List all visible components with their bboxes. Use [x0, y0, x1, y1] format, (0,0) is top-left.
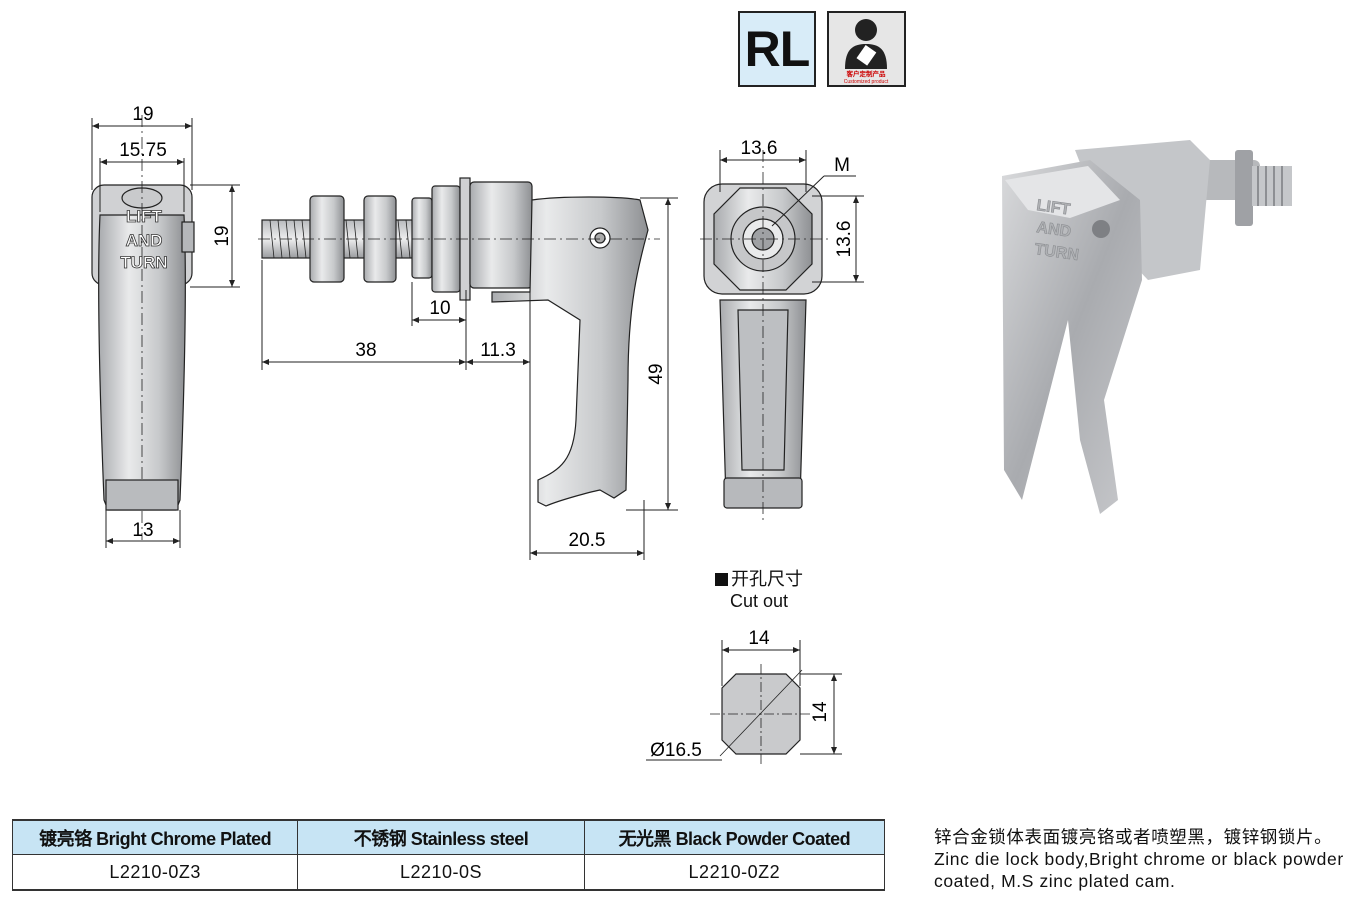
dim-body-length: 11.3 — [480, 340, 516, 361]
engineer-icon: 客户定制产品 Customized product — [844, 19, 889, 85]
dim-back-height: 13.6 — [834, 221, 855, 258]
customized-cn-label: 客户定制产品 — [846, 69, 887, 78]
front-view — [91, 115, 195, 540]
photo-embossed-2: AND — [1035, 219, 1072, 241]
photo-embossed-3: TURN — [1033, 241, 1079, 264]
dim-back-width: 13.6 — [741, 138, 778, 159]
cutout-label: 开孔尺寸 Cut out — [704, 568, 814, 612]
customized-en-label: Customized product — [844, 79, 889, 85]
product-photo — [1002, 140, 1292, 514]
dim-handle-reach: 20.5 — [569, 530, 606, 551]
square-bullet-icon — [715, 573, 728, 586]
side-view — [258, 177, 660, 507]
code-stainless: L2210-0S — [297, 854, 585, 891]
dim-thread-length: 38 — [355, 340, 376, 361]
dim-front-width: 19 — [132, 104, 153, 125]
rl-badge: RL — [738, 11, 816, 87]
finish-code-table: 镀亮铬 Bright Chrome Plated 不锈钢 Stainless s… — [11, 819, 886, 891]
notes-cn: 锌合金锁体表面镀亮铬或者喷塑黑，镀锌钢锁片。 — [934, 827, 1333, 847]
dim-front-head: 19 — [212, 225, 233, 246]
photo-embossed-1: LIFT — [1035, 197, 1071, 219]
table-row: L2210-0Z3 L2210-0S L2210-0Z2 — [11, 854, 886, 891]
table-header-row: 镀亮铬 Bright Chrome Plated 不锈钢 Stainless s… — [11, 819, 886, 855]
back-view — [700, 150, 830, 520]
embossed-text-2: AND — [126, 231, 163, 250]
material-notes: 锌合金锁体表面镀亮铬或者喷塑黑，镀锌钢锁片。 Zinc die lock bod… — [934, 826, 1354, 892]
embossed-text-1: LIFT — [126, 207, 162, 226]
header-bright-chrome: 镀亮铬 Bright Chrome Plated — [11, 819, 299, 855]
dim-cutout-width: 14 — [748, 628, 770, 649]
embossed-text-3: TURN — [120, 253, 167, 272]
dim-nut-width: 10 — [429, 298, 450, 319]
dim-front-bottom: 13 — [132, 520, 153, 541]
header-stainless: 不锈钢 Stainless steel — [297, 819, 585, 855]
rl-badge-label: RL — [744, 21, 811, 77]
technical-drawing: LIFT AND TURN 19 15.75 19 13 — [91, 104, 1292, 764]
code-bright-chrome: L2210-0Z3 — [11, 854, 299, 891]
dim-front-inner: 15.75 — [119, 140, 167, 161]
dim-cutout-height: 14 — [810, 701, 831, 723]
dim-thread-label: M — [834, 155, 850, 176]
code-black-powder: L2210-0Z2 — [583, 854, 886, 891]
cutout-shape — [710, 664, 812, 764]
cutout-title-en: Cut out — [729, 591, 789, 611]
notes-en: Zinc die lock body,Bright chrome or blac… — [934, 849, 1344, 891]
dim-handle-height: 49 — [646, 363, 667, 384]
customized-product-badge: 客户定制产品 Customized product — [827, 11, 906, 87]
header-black-powder: 无光黑 Black Powder Coated — [583, 819, 886, 855]
dim-cutout-diameter: Ø16.5 — [650, 740, 702, 761]
cutout-title-cn: 开孔尺寸 — [731, 569, 803, 589]
